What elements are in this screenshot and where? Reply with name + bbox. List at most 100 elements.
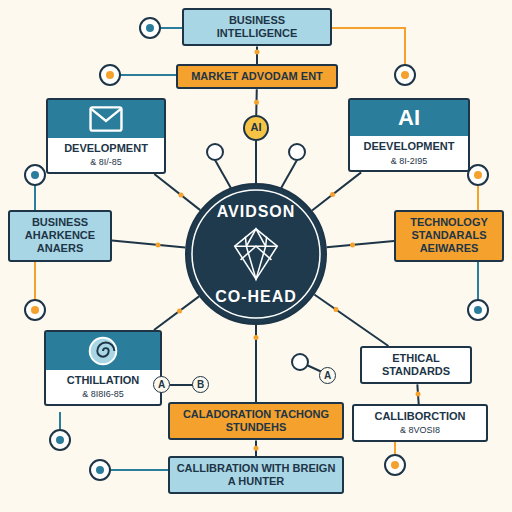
icon-node	[385, 455, 405, 475]
icon-dot	[96, 466, 104, 474]
connector	[256, 46, 258, 64]
circle-shape	[244, 116, 268, 140]
icon-node	[395, 65, 415, 85]
wire	[120, 74, 176, 76]
gem-facet	[246, 229, 265, 279]
process-box: CALADORATION TACHONG STUNDEHS	[168, 402, 344, 440]
connector-dot	[330, 192, 335, 197]
connector	[154, 174, 200, 210]
circle-shape	[186, 184, 326, 324]
wire	[477, 185, 479, 210]
swirl-icon	[46, 332, 160, 370]
node-title: CTHILLATION	[52, 374, 154, 387]
node-text: CO-HEAD	[215, 287, 297, 306]
circle-ring	[192, 190, 320, 318]
icon-dot	[474, 306, 482, 314]
icon-node	[25, 165, 45, 185]
icon-dot	[146, 24, 154, 32]
node-title: CALADORATION TACHONG STUNDEHS	[176, 408, 336, 434]
wire	[477, 262, 479, 300]
connector	[312, 172, 361, 210]
swirl-disc	[90, 338, 117, 365]
gem-icon	[227, 225, 285, 283]
icon-dot	[31, 171, 39, 179]
icon-node	[468, 300, 488, 320]
node-title: BUSINESS INTELLIGENCE	[190, 14, 324, 40]
connector-dot	[334, 307, 339, 312]
icon-node	[292, 354, 308, 370]
hub-circle: AVIDSON CO-HEAD	[184, 182, 328, 326]
envelope-body	[91, 107, 122, 130]
icon-dot	[31, 306, 39, 314]
wire	[34, 262, 36, 300]
connector	[314, 295, 388, 346]
icon-node	[207, 144, 223, 160]
node-text: & 8VOSI8	[360, 425, 480, 436]
node-text: DEEVELOPMENT	[356, 140, 462, 153]
node-text: & 8I8I6-85	[52, 389, 154, 400]
node-title: BUSINESS AHARKENCE ANAERS	[16, 216, 104, 256]
wire	[332, 28, 405, 65]
envelope-icon	[48, 100, 164, 138]
node-title: CALLIBRATION WITH BREIGN A HUNTER	[176, 462, 336, 488]
wire	[160, 27, 182, 29]
icon-node	[140, 18, 160, 38]
connector	[154, 296, 199, 330]
node-title: TECHNOLOGY STANDARALS AEIWARES	[402, 216, 496, 256]
wire	[280, 160, 297, 190]
wire	[215, 160, 232, 190]
process-box: CTHILLATION & 8I8I6-85	[44, 330, 162, 406]
process-box: BUSINESS AHARKENCE ANAERS	[8, 210, 112, 262]
icon-dot	[106, 71, 114, 79]
connector-dot	[254, 446, 259, 451]
gem-facet	[235, 229, 278, 279]
icon-dot	[401, 71, 409, 79]
node-title: AI	[251, 121, 262, 134]
process-box: AI DEEVELOPMENT & 8I-2I95	[348, 98, 470, 172]
process-box: BUSINESS INTELLIGENCE	[182, 8, 332, 46]
node-title: DEVELOPMENT	[54, 142, 158, 155]
process-box: ETHICAL STANDARDS	[360, 346, 472, 384]
connector	[112, 241, 185, 248]
gem-facets	[235, 229, 278, 279]
node-title: ETHICAL STANDARDS	[368, 352, 464, 378]
icon-dot	[391, 461, 399, 469]
node-title: CALLIBORCTION	[360, 410, 480, 423]
icon-dot	[474, 171, 482, 179]
icon-node	[90, 460, 110, 480]
icon-node	[468, 165, 488, 185]
connector-dot	[177, 308, 182, 313]
callout-letter: B	[192, 376, 209, 393]
connector	[327, 241, 394, 247]
callout-letter: A	[153, 376, 170, 393]
connector-dot	[179, 192, 184, 197]
connector	[255, 141, 257, 183]
callout-letter: A	[319, 367, 336, 384]
node-title: AI	[350, 100, 468, 136]
icon-node	[25, 300, 45, 320]
connector-dot	[254, 100, 259, 105]
icon-node	[289, 144, 305, 160]
node-title: AVIDSON	[217, 202, 296, 221]
wire	[394, 440, 396, 455]
connector-dot	[254, 335, 259, 340]
process-box: CALLIBRATION WITH BREIGN A HUNTER	[168, 456, 344, 494]
connector-dot	[350, 242, 355, 247]
icon-node	[50, 430, 70, 450]
wire	[59, 412, 61, 430]
process-box: TECHNOLOGY STANDARALS AEIWARES	[394, 210, 504, 262]
node-text: & 8I/-85	[54, 157, 158, 168]
process-box: CALLIBORCTION & 8VOSI8	[352, 404, 488, 442]
swirl-line	[97, 342, 114, 356]
gem-facet	[245, 237, 266, 247]
icon-node	[100, 65, 120, 85]
wire	[34, 185, 36, 210]
icon-dot	[56, 436, 64, 444]
wire	[110, 469, 168, 471]
process-box: MARKET ADVODAM ENT	[176, 64, 338, 89]
process-box: DEVELOPMENT & 8I/-85	[46, 98, 166, 174]
envelope-flap	[91, 108, 122, 121]
node-title: MARKET ADVODAM ENT	[184, 70, 330, 83]
node-text: & 8I-2I95	[356, 156, 462, 167]
